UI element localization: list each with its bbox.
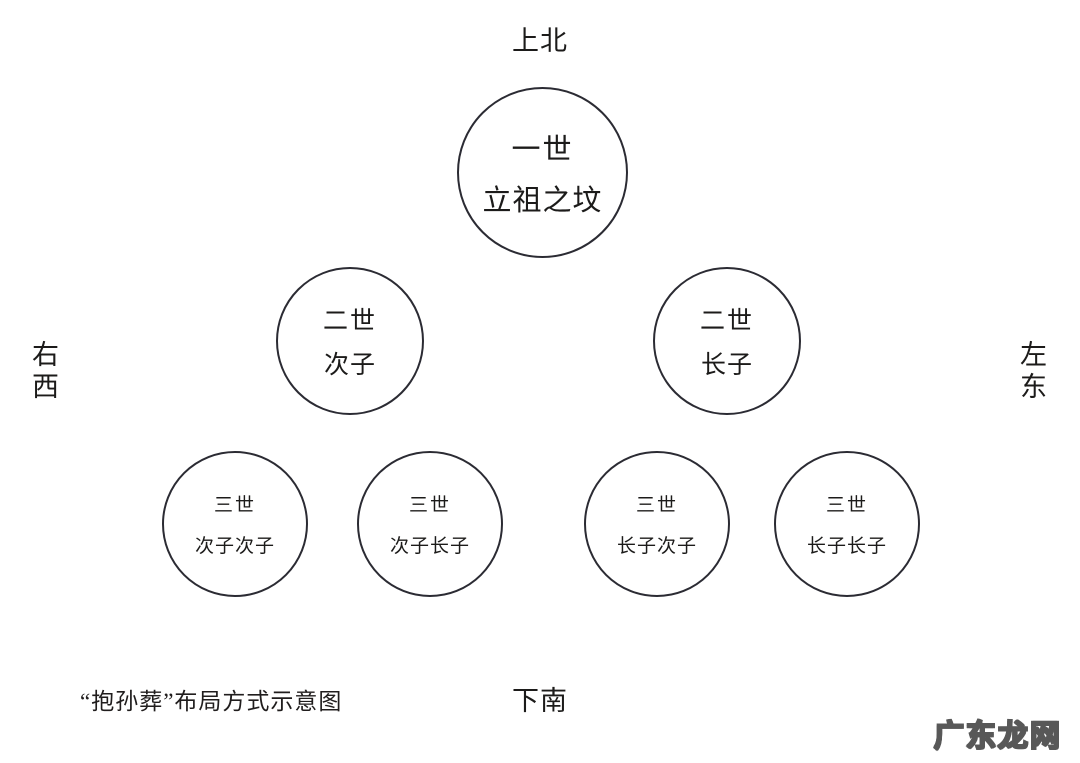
- grave-node-gen3-second-son-second-son: 三世 次子次子: [162, 451, 308, 597]
- direction-east-text: 东: [1020, 371, 1048, 402]
- grave-node-gen3-eldest-son-second-son: 三世 长子次子: [584, 451, 730, 597]
- grave-node-gen2-eldest-son: 二世 长子: [653, 267, 801, 415]
- gen3-4-role-label: 长子长子: [806, 536, 887, 557]
- direction-west-text: 西: [32, 371, 60, 402]
- grave-node-gen3-eldest-son-eldest-son: 三世 长子长子: [774, 451, 920, 597]
- gen2-east-role-label: 长子: [700, 352, 753, 379]
- direction-label-east: 左 东: [1008, 340, 1060, 404]
- grave-node-gen1-ancestor: 一世 立祖之坟: [457, 87, 628, 258]
- gen3-2-generation-label: 三世: [408, 495, 451, 516]
- direction-label-south: 下南: [0, 686, 1080, 718]
- direction-south-text: 下南: [512, 686, 568, 716]
- gen3-4-generation-label: 三世: [825, 495, 868, 516]
- gen3-1-role-label: 次子次子: [194, 536, 275, 557]
- direction-label-north: 上北: [0, 26, 1080, 58]
- gen1-role-label: 立祖之坟: [482, 185, 603, 217]
- grave-node-gen3-second-son-eldest-son: 三世 次子长子: [357, 451, 503, 597]
- gen3-3-role-label: 长子次子: [616, 536, 697, 557]
- gen2-east-generation-label: 二世: [699, 308, 754, 335]
- direction-label-west: 右 西: [20, 340, 72, 404]
- diagram-caption: “抱孙葬”布局方式示意图: [80, 689, 343, 714]
- gen3-2-role-label: 次子长子: [389, 536, 470, 557]
- gen2-west-generation-label: 二世: [322, 308, 377, 335]
- gen3-1-generation-label: 三世: [213, 495, 256, 516]
- grave-node-gen2-second-son: 二世 次子: [276, 267, 424, 415]
- direction-west-right-text: 右: [32, 340, 60, 370]
- direction-east-left-text: 左: [1020, 340, 1048, 370]
- watermark-text: 广东龙网: [933, 718, 1062, 755]
- direction-north-text: 上北: [512, 26, 568, 56]
- gen3-3-generation-label: 三世: [635, 495, 678, 516]
- gen1-generation-label: 一世: [511, 134, 574, 166]
- gen2-west-role-label: 次子: [323, 352, 376, 379]
